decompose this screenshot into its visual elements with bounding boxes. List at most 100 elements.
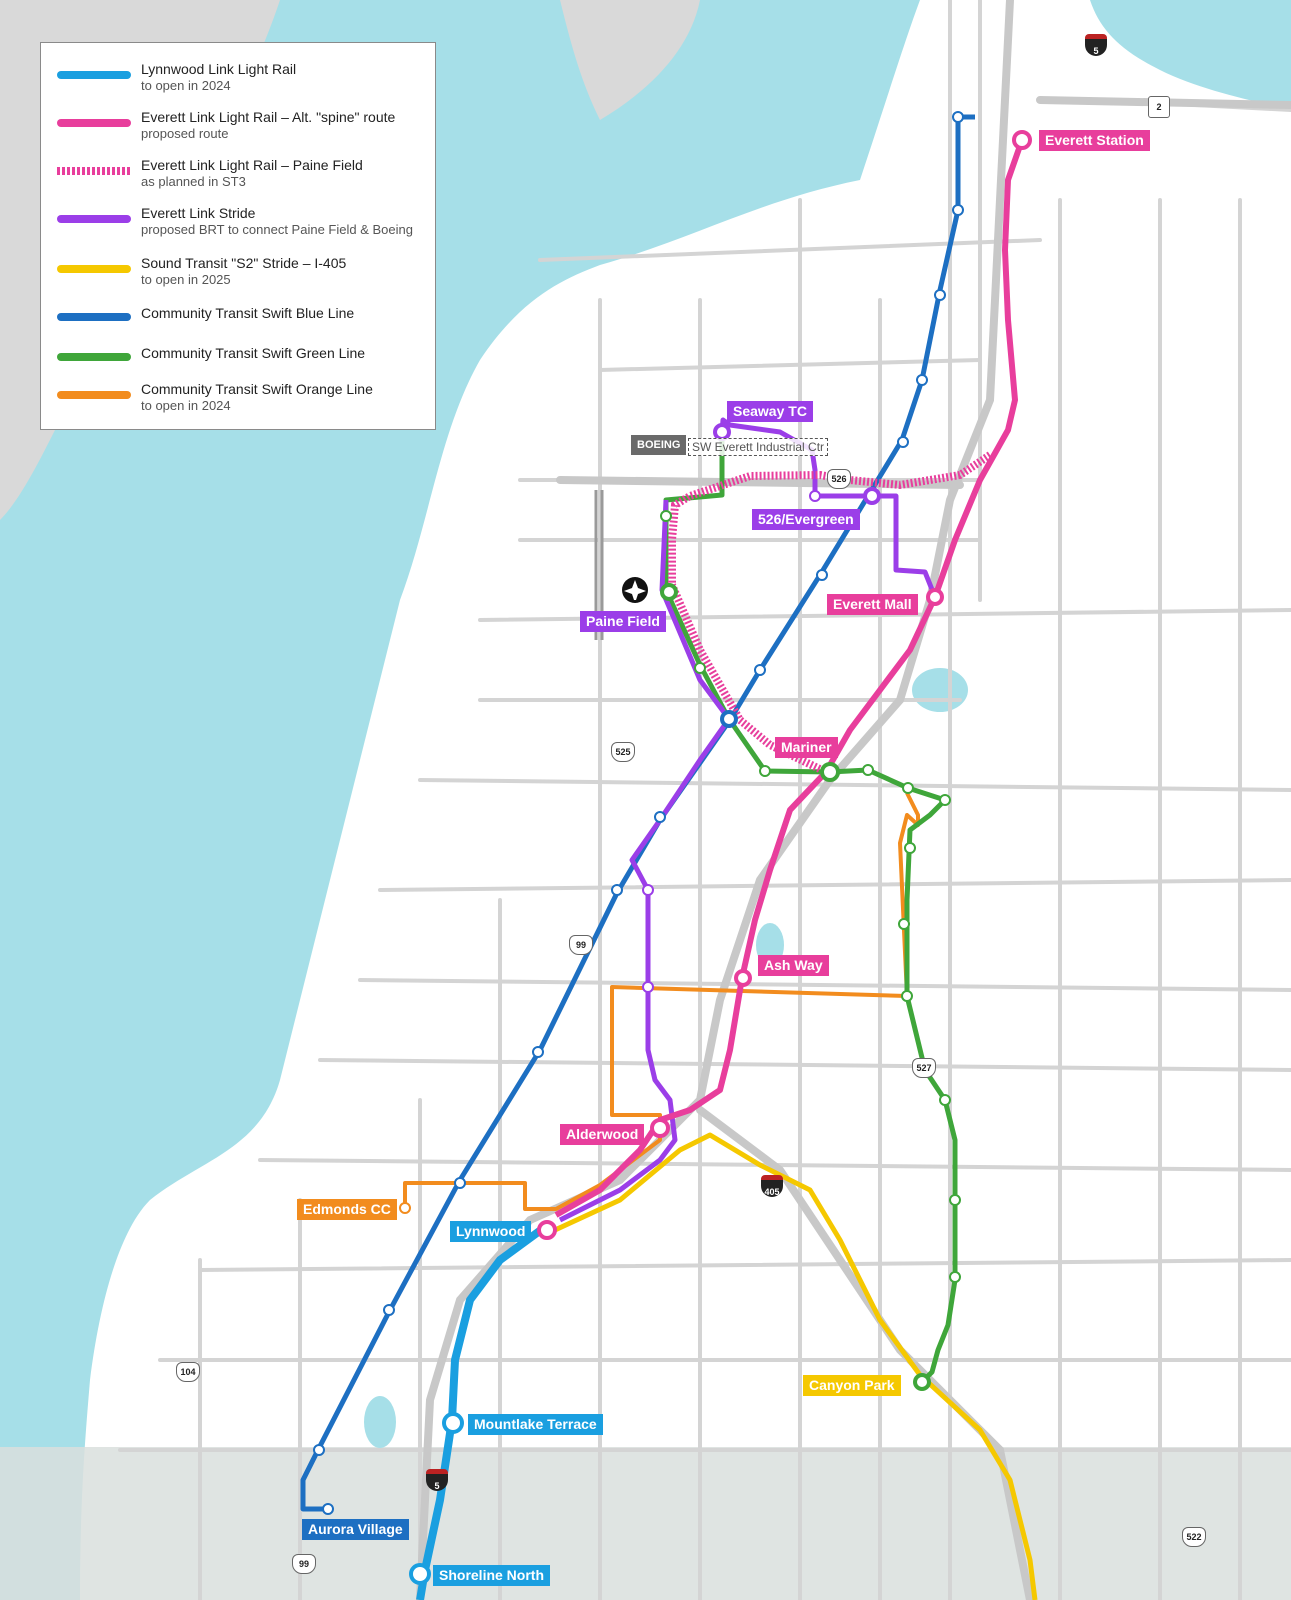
s2-stride-line (553, 1132, 1038, 1600)
label-canyon-park[interactable]: Canyon Park (803, 1375, 901, 1396)
stride-stop-marker[interactable] (809, 490, 821, 502)
legend-swatch (57, 71, 131, 79)
label-paine-field[interactable]: Paine Field (580, 611, 666, 632)
green-stop-marker[interactable] (901, 990, 913, 1002)
blue-stop-marker[interactable] (916, 374, 928, 386)
sr525-shield: 525 (611, 742, 635, 762)
green-stop-marker[interactable] (862, 764, 874, 776)
green-stop-marker[interactable] (694, 662, 706, 674)
legend-item-everett-link-spine: Everett Link Light Rail – Alt. "spine" r… (57, 109, 427, 149)
label-526-evergreen[interactable]: 526/Evergreen (752, 509, 860, 530)
legend-title: Community Transit Swift Blue Line (141, 305, 355, 321)
everett-link-paine-field-dashed (668, 451, 993, 776)
king-county-area (0, 1447, 1291, 1600)
blue-stop-marker[interactable] (532, 1046, 544, 1058)
mariner-marker[interactable] (820, 762, 840, 782)
blue-stop-marker[interactable] (934, 289, 946, 301)
legend-swatch (57, 313, 131, 321)
legend-sub: to open in 2024 (141, 398, 231, 413)
label-mariner[interactable]: Mariner (775, 737, 838, 758)
lynnwood-link-line (416, 1223, 548, 1600)
blue-stop-marker[interactable] (454, 1177, 466, 1189)
green-stop-marker[interactable] (949, 1194, 961, 1206)
lynnwood-marker[interactable] (537, 1220, 557, 1240)
label-edmonds-cc[interactable]: Edmonds CC (297, 1199, 397, 1220)
green-stop-marker[interactable] (660, 510, 672, 522)
sr527-shield: 527 (912, 1058, 936, 1078)
legend-swatch (57, 215, 131, 223)
everett-link-spine-line (554, 139, 1025, 1218)
canyon-park-marker[interactable] (913, 1373, 931, 1391)
label-seaway-tc[interactable]: Seaway TC (727, 401, 813, 422)
label-boeing: BOEING (631, 435, 687, 455)
label-ash-way[interactable]: Ash Way (758, 955, 829, 976)
blue-stop-marker[interactable] (952, 204, 964, 216)
everett-station-marker[interactable] (1012, 130, 1032, 150)
green-stop-marker[interactable] (902, 782, 914, 794)
legend-item-swift-green: Community Transit Swift Green Line (57, 345, 427, 389)
label-aurora-village[interactable]: Aurora Village (302, 1519, 409, 1540)
legend-sub: to open in 2025 (141, 272, 231, 287)
legend-title: Everett Link Light Rail – Alt. "spine" r… (141, 109, 396, 125)
label-alderwood[interactable]: Alderwood (560, 1124, 645, 1145)
legend-title: Community Transit Swift Green Line (141, 345, 366, 361)
sr526-shield: 526 (827, 469, 851, 489)
green-stop-marker[interactable] (949, 1271, 961, 1283)
sr522-shield: 522 (1182, 1527, 1206, 1547)
stride-stop-marker[interactable] (642, 884, 654, 896)
blue-stop-marker[interactable] (952, 111, 964, 123)
stride-stop-marker[interactable] (642, 981, 654, 993)
blue-stop-marker[interactable] (816, 569, 828, 581)
evergreen-526-marker[interactable] (863, 487, 881, 505)
everett-mall-marker[interactable] (926, 588, 944, 606)
alderwood-marker[interactable] (650, 1118, 670, 1138)
green-stop-marker[interactable] (759, 765, 771, 777)
edmonds-cc-marker[interactable] (399, 1202, 411, 1214)
us2-shield: 2 (1148, 96, 1170, 118)
legend-item-swift-blue: Community Transit Swift Blue Line (57, 305, 427, 349)
ash-way-marker[interactable] (734, 969, 752, 987)
hall-lake (364, 1396, 396, 1448)
shoreline-north-marker[interactable] (409, 1563, 431, 1585)
legend-sub: as planned in ST3 (141, 174, 246, 189)
green-stop-marker[interactable] (939, 1094, 951, 1106)
label-mountlake-terrace[interactable]: Mountlake Terrace (468, 1414, 603, 1435)
label-lynnwood[interactable]: Lynnwood (450, 1221, 532, 1242)
legend-title: Community Transit Swift Orange Line (141, 381, 373, 397)
legend-item-everett-link-paine: Everett Link Light Rail – Paine Field as… (57, 157, 427, 197)
label-shoreline-north[interactable]: Shoreline North (433, 1565, 551, 1586)
label-sw-everett-industrial: SW Everett Industrial Ctr (688, 438, 829, 456)
sr104-shield: 104 (176, 1362, 200, 1382)
blue-stop-marker[interactable] (611, 884, 623, 896)
legend-item-stride: Everett Link Stride proposed BRT to conn… (57, 205, 427, 245)
blue-stop-marker[interactable] (654, 811, 666, 823)
legend-swatch (57, 265, 131, 273)
mountlake-terrace-marker[interactable] (442, 1412, 464, 1434)
aurora-village-marker[interactable] (322, 1503, 334, 1515)
green-stop-marker[interactable] (898, 918, 910, 930)
sr99-mid-shield: 99 (569, 935, 593, 955)
legend-title: Lynnwood Link Light Rail (141, 61, 297, 77)
green-stop-marker[interactable] (904, 842, 916, 854)
station-markers (313, 111, 1032, 1585)
swift-orange-line (403, 792, 920, 1211)
blue-stop-marker[interactable] (383, 1304, 395, 1316)
label-everett-mall[interactable]: Everett Mall (827, 594, 918, 615)
label-everett-station[interactable]: Everett Station (1039, 130, 1150, 151)
seaway-tc-marker[interactable] (713, 423, 731, 441)
map-legend: Lynnwood Link Light Rail to open in 2024… (40, 42, 436, 430)
legend-sub: proposed BRT to connect Paine Field & Bo… (141, 222, 413, 237)
paine-field-marker[interactable] (660, 583, 678, 601)
blue-stop-marker[interactable] (897, 436, 909, 448)
green-stop-marker[interactable] (939, 794, 951, 806)
i5-south-shield: 5 (426, 1469, 448, 1491)
i405-shield: 405 (761, 1175, 783, 1197)
legend-item-lynnwood-link: Lynnwood Link Light Rail to open in 2024 (57, 61, 427, 101)
legend-swatch (57, 167, 131, 175)
blue-stop-marker[interactable] (754, 664, 766, 676)
transfer-marker[interactable] (720, 710, 738, 728)
swift-green-line (663, 433, 958, 1384)
blue-stop-marker[interactable] (313, 1444, 325, 1456)
legend-swatch (57, 119, 131, 127)
legend-sub: proposed route (141, 126, 229, 141)
